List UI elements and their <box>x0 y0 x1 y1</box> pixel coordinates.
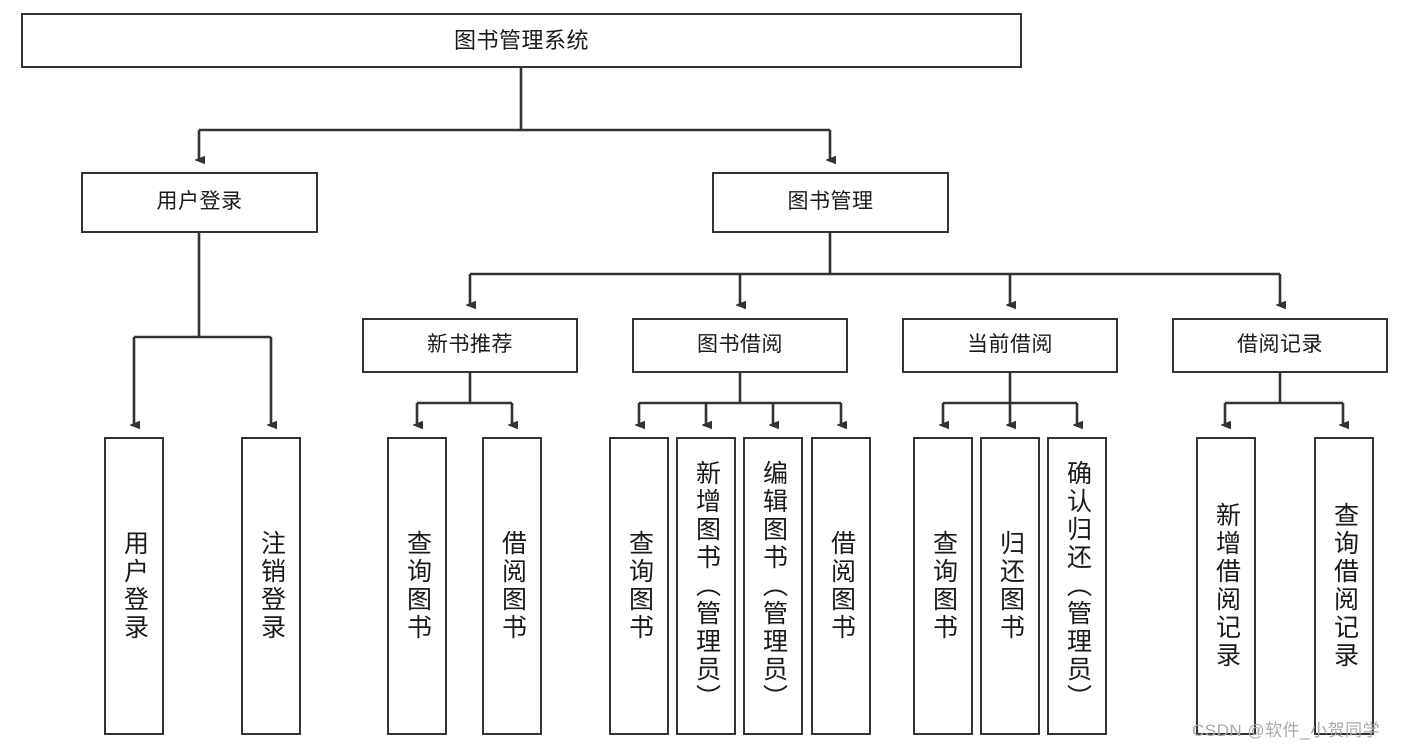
leaf-borrow-book-recommend[interactable]: 借阅图书 <box>482 437 542 735</box>
node-new-book-recommend-label: 新书推荐 <box>427 333 513 357</box>
node-new-book-recommend[interactable]: 新书推荐 <box>362 318 578 373</box>
node-book-borrow[interactable]: 图书借阅 <box>632 318 848 373</box>
node-borrow-record[interactable]: 借阅记录 <box>1172 318 1388 373</box>
leaf-borrow-book[interactable]: 借阅图书 <box>811 437 871 735</box>
leaf-query-book-current[interactable]: 查询图书 <box>913 437 973 735</box>
leaf-add-borrow-record-label: 新增借阅记录 <box>1212 502 1241 670</box>
leaf-query-book-recommend-label: 查询图书 <box>403 530 432 642</box>
leaf-confirm-return-label: 确认归还（管理员） <box>1063 460 1092 712</box>
node-book-management-label: 图书管理 <box>787 190 874 214</box>
node-book-borrow-label: 图书借阅 <box>697 333 783 357</box>
leaf-add-borrow-record[interactable]: 新增借阅记录 <box>1196 437 1256 735</box>
leaf-borrow-book-label: 借阅图书 <box>827 530 856 642</box>
leaf-confirm-return[interactable]: 确认归还（管理员） <box>1047 437 1107 735</box>
node-borrow-record-label: 借阅记录 <box>1237 333 1323 357</box>
leaf-edit-book-label: 编辑图书（管理员） <box>759 460 788 712</box>
leaf-logout-label: 注销登录 <box>257 530 286 642</box>
leaf-return-book-label: 归还图书 <box>996 530 1025 642</box>
node-root-label: 图书管理系统 <box>453 27 589 53</box>
node-current-borrow[interactable]: 当前借阅 <box>902 318 1118 373</box>
leaf-query-book-borrow-label: 查询图书 <box>625 530 654 642</box>
leaf-return-book[interactable]: 归还图书 <box>980 437 1040 735</box>
node-root[interactable]: 图书管理系统 <box>21 13 1022 68</box>
leaf-query-borrow-record[interactable]: 查询借阅记录 <box>1314 437 1374 735</box>
leaf-edit-book[interactable]: 编辑图书（管理员） <box>743 437 803 735</box>
leaf-user-login-label: 用户登录 <box>120 530 149 642</box>
node-user-login-label: 用户登录 <box>156 190 243 214</box>
leaf-user-login[interactable]: 用户登录 <box>104 437 164 735</box>
leaf-query-borrow-record-label: 查询借阅记录 <box>1330 502 1359 670</box>
leaf-query-book-current-label: 查询图书 <box>929 530 958 642</box>
node-user-login[interactable]: 用户登录 <box>81 172 318 233</box>
leaf-add-book-label: 新增图书（管理员） <box>692 460 721 712</box>
leaf-query-book-recommend[interactable]: 查询图书 <box>387 437 447 735</box>
leaf-add-book[interactable]: 新增图书（管理员） <box>676 437 736 735</box>
leaf-query-book-borrow[interactable]: 查询图书 <box>609 437 669 735</box>
node-book-management[interactable]: 图书管理 <box>712 172 949 233</box>
leaf-logout[interactable]: 注销登录 <box>241 437 301 735</box>
node-current-borrow-label: 当前借阅 <box>967 333 1053 357</box>
leaf-borrow-book-recommend-label: 借阅图书 <box>498 530 527 642</box>
csdn-watermark: CSDN @软件_小贺同学 <box>1192 721 1381 740</box>
